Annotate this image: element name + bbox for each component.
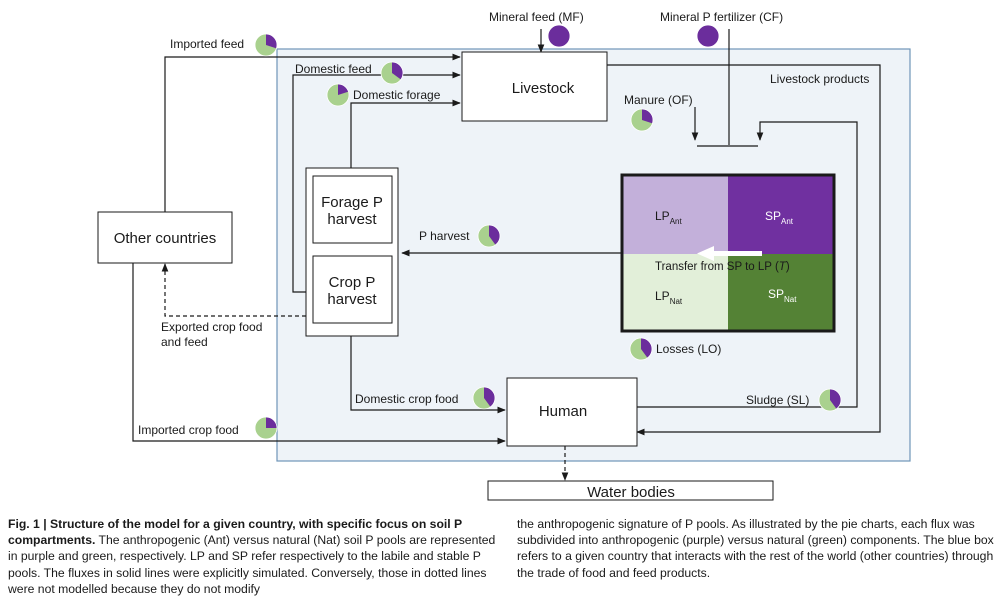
transfer-label: Transfer from SP to LP (T) — [655, 261, 790, 273]
human-box — [506, 377, 638, 447]
domestic-feed-line — [292, 71, 461, 293]
crop-label-2: harvest — [327, 291, 377, 308]
pie-outline — [326, 83, 350, 107]
exported-crop-food-line — [161, 263, 313, 317]
pie-outline — [818, 388, 842, 412]
mineral-fertilizer-label: Mineral P fertilizer (CF) — [660, 10, 783, 24]
pie-mineral-fertilizer — [696, 24, 720, 48]
pie-anthropogenic-slice — [484, 387, 496, 407]
pools-border — [620, 173, 836, 333]
pie-mineral-feed — [547, 24, 571, 48]
p-harvest-label: P harvest — [419, 229, 470, 243]
pool-sp-ant-label: SPAnt — [765, 209, 794, 226]
figure-title: Structure of the model for a given count… — [8, 517, 462, 548]
pie-losses — [629, 337, 653, 361]
pie-anthropogenic-slice — [338, 84, 349, 95]
transfer-arrow-head — [697, 246, 714, 261]
pie-sludge — [818, 388, 842, 412]
forage-label-1: Forage P — [321, 194, 383, 211]
pie-domestic-feed — [380, 61, 404, 85]
livestock-label: Livestock — [512, 80, 575, 97]
figure-caption-left: Fig. 1 | Structure of the model for a gi… — [8, 516, 496, 597]
crop-harvest-box — [312, 255, 393, 324]
water-bodies-box — [487, 480, 774, 501]
manure-label: Manure (OF) — [624, 93, 693, 107]
pie-p-harvest — [477, 224, 501, 248]
other-countries-box — [97, 211, 233, 264]
pie-anthropogenic-slice — [266, 34, 277, 49]
pie-outline — [380, 61, 404, 85]
forage-label-2: harvest — [327, 211, 377, 228]
imported-crop-food-label: Imported crop food — [138, 423, 239, 437]
caption-text-right: the anthropogenic signature of P pools. … — [517, 517, 994, 580]
pie-anthropogenic-slice — [641, 338, 653, 358]
pie-outline — [629, 337, 653, 361]
pie-anthropogenic-slice — [489, 225, 501, 245]
sludge-line — [637, 121, 858, 408]
pie-anthropogenic-slice — [266, 417, 277, 428]
pie-anthropogenic-slice — [392, 61, 404, 80]
figure-caption-right: the anthropogenic signature of P pools. … — [517, 516, 1001, 581]
pie-outline — [254, 416, 278, 440]
pie-domestic-forage — [326, 83, 350, 107]
pool-sp-nat — [728, 254, 834, 331]
livestock-products-label: Livestock products — [770, 72, 869, 86]
pie-manure — [630, 108, 654, 132]
domestic-crop-food-label: Domestic crop food — [355, 392, 458, 406]
pool-lp-ant-label: LPAnt — [655, 209, 682, 226]
transfer-arrow-shaft — [712, 251, 762, 256]
domestic-crop-food-line — [350, 336, 506, 414]
pie-outline — [477, 224, 501, 248]
soil-p-pools: LPAnt SPAnt LPNat SPNat Transfer from SP… — [620, 173, 836, 333]
exported-label-2: and feed — [161, 335, 208, 349]
domestic-forage-label: Domestic forage — [353, 88, 441, 102]
exported-label-1: Exported crop food — [161, 320, 262, 334]
forage-harvest-box — [312, 175, 393, 244]
domestic-feed-label: Domestic feed — [295, 62, 372, 76]
pie-outline — [547, 24, 571, 48]
crop-label-1: Crop P — [329, 274, 376, 291]
sludge-label: Sludge (SL) — [746, 393, 809, 407]
mineral-feed-label: Mineral feed (MF) — [489, 10, 584, 24]
pie-imported-crop-food — [254, 416, 278, 440]
livestock-products-line — [607, 64, 881, 436]
domestic-forage-line — [350, 99, 461, 168]
pie-domestic-crop-food — [472, 386, 496, 410]
pool-sp-ant — [728, 175, 834, 254]
other-countries-label: Other countries — [114, 230, 217, 247]
losses-label: Losses (LO) — [656, 342, 721, 356]
water-bodies-label: Water bodies — [587, 484, 675, 501]
pool-lp-ant — [622, 175, 728, 254]
phosphorus-flow-diagram: Livestock Forage P harvest Crop P harves… — [97, 10, 911, 501]
pie-outline — [472, 386, 496, 410]
pie-anthropogenic-slice — [642, 109, 653, 124]
pie-outline — [696, 24, 720, 48]
human-label: Human — [539, 403, 587, 420]
pool-lp-nat-label: LPNat — [655, 289, 683, 306]
pie-imported-feed — [254, 33, 278, 57]
pool-lp-nat — [622, 254, 728, 331]
imported-crop-food-line — [132, 263, 506, 445]
imported-feed-label: Imported feed — [170, 37, 244, 51]
pie-anthropogenic-slice — [830, 389, 842, 409]
figure-label: Fig. 1 | — [8, 517, 51, 531]
pie-outline — [254, 33, 278, 57]
imported-feed-line — [164, 53, 461, 212]
pie-natural-slice — [697, 25, 719, 47]
pool-sp-nat-label: SPNat — [768, 287, 797, 304]
pie-outline — [630, 108, 654, 132]
livestock-box — [461, 51, 608, 122]
pie-natural-slice — [548, 25, 570, 47]
caption-text-left: The anthropogenic (Ant) versus natural (… — [8, 533, 496, 596]
